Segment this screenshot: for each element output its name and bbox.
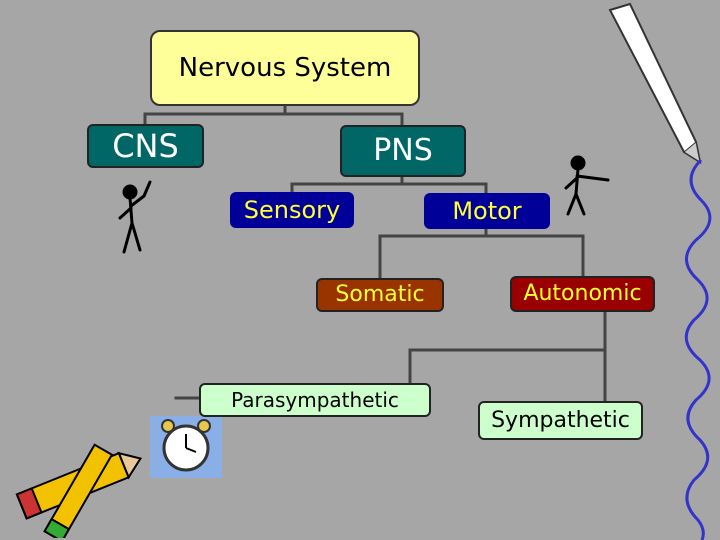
edge-pns-motor	[400, 182, 488, 195]
edge-motor-autonomic	[484, 234, 585, 278]
edge-motor-somatic	[378, 227, 488, 280]
node-sympathetic: Sympathetic	[478, 401, 643, 440]
edge-root-cns	[143, 104, 287, 126]
stick-figure-pointing-icon	[564, 155, 610, 216]
stick-figure-icon	[118, 180, 152, 254]
node-pns: PNS	[340, 125, 466, 177]
edge-autonomic-para	[408, 310, 607, 385]
pencil-icon	[15, 443, 143, 538]
node-autonomic: Autonomic	[510, 276, 655, 312]
edge-root-pns	[283, 112, 404, 127]
alarm-clock-icon	[150, 416, 222, 478]
node-cns: CNS	[87, 124, 204, 168]
node-sensory: Sensory	[230, 192, 354, 228]
node-somatic: Somatic	[316, 278, 444, 312]
node-parasympathetic: Parasympathetic	[199, 383, 431, 417]
node-nervous-system: Nervous System	[150, 30, 420, 106]
node-motor: Motor	[424, 193, 550, 229]
edge-pns-sensory	[290, 175, 404, 194]
squiggle-border	[684, 160, 712, 540]
chalk-icon	[608, 2, 702, 165]
